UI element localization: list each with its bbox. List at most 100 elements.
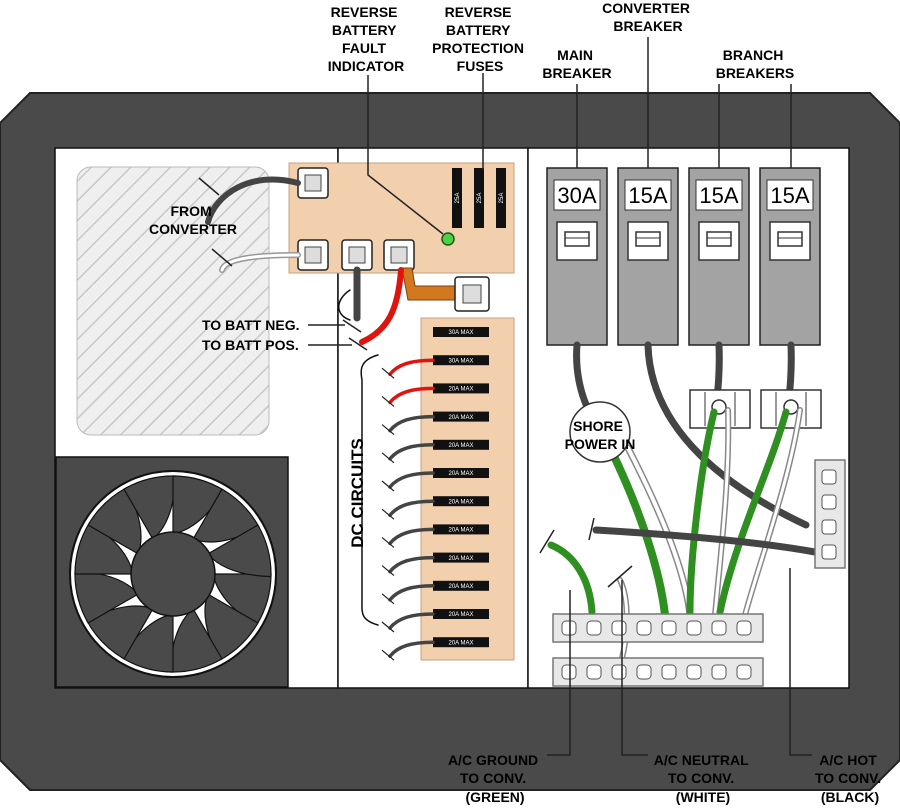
ac-ground-to-conv-wire [547,541,596,616]
reverse-fuse [474,168,484,228]
dc-fuse-label: 30A MAX [448,330,473,336]
bus-screw-icon [561,620,577,636]
dc-circuit-wire [388,640,435,658]
dc-circuit-wire [388,584,435,602]
dc-fuse [433,411,489,422]
wire-break-neg [342,319,362,333]
branch-breaker-1-toggle[interactable] [706,231,732,247]
fault-indicator-leader [367,75,444,235]
dc-fuse-label: 30A MAX [448,358,473,364]
ac-hot-leader [789,568,812,756]
bus-screw-icon [711,620,727,636]
wire-break-mark [381,536,395,548]
bus-screw-icon [586,620,602,636]
dc-circuit-wire [388,471,435,489]
bus-screw-icon [661,664,677,680]
reverse-battery-led-icon [441,232,455,246]
wire-break-hot [588,517,595,541]
fan-blade-icon [206,524,272,578]
converter-area [76,166,270,436]
converter-breaker-housing [627,221,669,261]
converter-terminal-top [297,167,329,199]
dc-fuse [433,552,489,563]
reverse-fuse-label: 25A [499,193,505,204]
from-converter-wire-bottom-inner [220,253,300,272]
main-breaker-toggle[interactable] [564,231,590,247]
from-converter-label: FROM CONVERTER [149,203,237,237]
dc-fuse [433,637,489,648]
branch-breaker-2-toggle[interactable] [777,231,803,247]
dc-fuse [433,580,489,591]
dc-fuse-label: 20A MAX [448,556,473,562]
dc-fuse [433,439,489,450]
branch-breaker-1[interactable]: 15A [688,167,750,346]
wire-break-mark [381,565,395,577]
dc-fuse-label: 20A MAX [448,443,473,449]
converter-breaker-wire [644,341,810,529]
reverse-fuse-label: 25A [477,193,483,204]
branch-neutral-2-inner [743,408,802,617]
dc-circuit-wire [388,358,435,376]
wire-break-mark [381,424,395,436]
wire-break-mark [381,395,395,407]
from-converter-wire-top [205,176,301,225]
wire-break-mark [198,177,220,196]
dc-fuse-label: 20A MAX [448,471,473,477]
cooling-fan [55,456,289,688]
batt-pos-terminal [383,239,415,271]
dc-fuse-label: 20A MAX [448,640,473,646]
branch-breaker-2[interactable]: 15A [759,167,821,346]
bus-screw-icon [736,664,752,680]
main-breaker[interactable]: 30A [546,167,608,346]
converter-breaker[interactable]: 15A [617,167,679,346]
ground-bus-bar [552,613,764,643]
dc-fuse [433,383,489,394]
wire-break-mark [381,367,395,379]
converter-breaker-toggle[interactable] [635,231,661,247]
shore-power-marker [569,401,631,463]
dc-fuse [433,468,489,478]
reverse-fuse-label: 25A [455,193,461,204]
batt-pos-wire [359,267,404,345]
reverse-fuse [452,168,462,228]
dc-fuse [433,496,489,507]
dc-fuse [433,327,489,337]
branch-breaker-2-rating: 15A [770,183,809,208]
dc-fuse-label: 20A MAX [448,612,473,618]
hot-terminal-strip [814,459,846,569]
branch-ground-1 [686,408,718,616]
protection-fuses-label: REVERSE BATTERY PROTECTION FUSES [432,4,528,74]
dc-fuse [433,524,489,535]
dc-circuits-bracket [360,354,379,626]
bus-screw-icon [611,664,627,680]
dc-panel-lower [420,317,515,661]
bus-screw-icon [686,664,702,680]
ac-hot-label: A/C HOT TO CONV. (BLACK) [815,752,885,805]
branch-neutral-1-inner [713,408,730,617]
wire-break-mark [381,649,395,661]
dc-fuse [433,355,489,366]
to-batt-neg-label: TO BATT NEG. [202,317,299,333]
wire-break-mark-2 [211,248,233,267]
bus-screw-icon [636,664,652,680]
reverse-fuse [496,168,506,228]
wire-break-mark [381,593,395,605]
bus-screw-icon [611,620,627,636]
ac-hot-to-conv-wire [592,526,819,556]
bus-screw-icon [586,664,602,680]
dc-circuit-wire [388,555,435,574]
dc-fuse-label: 20A MAX [448,387,473,393]
ac-ground-leader [547,590,571,756]
branch-breakers-label: BRANCH BREAKERS [716,47,795,81]
converter-breaker-label: CONVERTER BREAKER [602,0,694,34]
neutral-bus-bar [552,657,764,687]
main-breaker-label: MAIN BREAKER [542,47,611,81]
bus-screw-icon [561,664,577,680]
main-breaker-rating: 30A [557,183,596,208]
batt-neg-bracket [338,289,351,321]
converter-breaker-rating: 15A [628,183,667,208]
bus-screw-icon [661,620,677,636]
converter-terminal-bottom [297,239,329,271]
shore-power-label: SHORE POWER IN [565,418,636,452]
